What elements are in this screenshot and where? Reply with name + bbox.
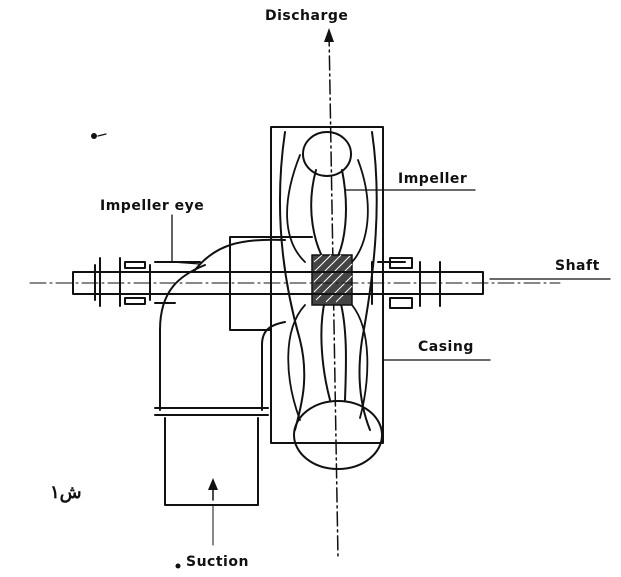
label-discharge: Discharge — [265, 8, 349, 24]
marker-dot — [91, 133, 97, 139]
right-gland — [371, 257, 441, 309]
left-gland — [94, 257, 201, 307]
casing-right-wall — [358, 131, 378, 431]
label-casing: Casing — [418, 339, 474, 355]
eye-top-curve — [194, 238, 286, 271]
suction-arrowhead — [208, 478, 218, 490]
leader-impeller-eye — [171, 214, 201, 265]
label-impeller: Impeller — [398, 171, 468, 187]
impeller-vane-lower — [320, 299, 347, 401]
suction-elbow-inner — [261, 321, 286, 411]
volute-bottom — [293, 400, 383, 470]
impeller-shroud-left — [286, 154, 306, 421]
marker-dash — [97, 133, 107, 137]
suction-elbow-outer — [159, 264, 206, 411]
suction-bullet — [175, 563, 181, 569]
discharge-arrowhead — [324, 28, 334, 42]
figure-number: ش۱ — [50, 482, 82, 503]
discharge-bulb — [302, 131, 352, 177]
vertical-centerline — [328, 31, 339, 559]
label-suction: Suction — [186, 554, 249, 570]
eye-housing — [229, 236, 313, 331]
label-shaft: Shaft — [555, 258, 600, 274]
impeller-vane-upper — [310, 169, 347, 263]
hub-hatching — [313, 254, 353, 303]
casing-left-wall — [279, 131, 306, 431]
label-impeller-eye: Impeller eye — [100, 198, 205, 214]
suction-pipe — [164, 417, 259, 506]
impeller-shroud-right — [351, 159, 369, 419]
casing-outline — [270, 126, 384, 444]
